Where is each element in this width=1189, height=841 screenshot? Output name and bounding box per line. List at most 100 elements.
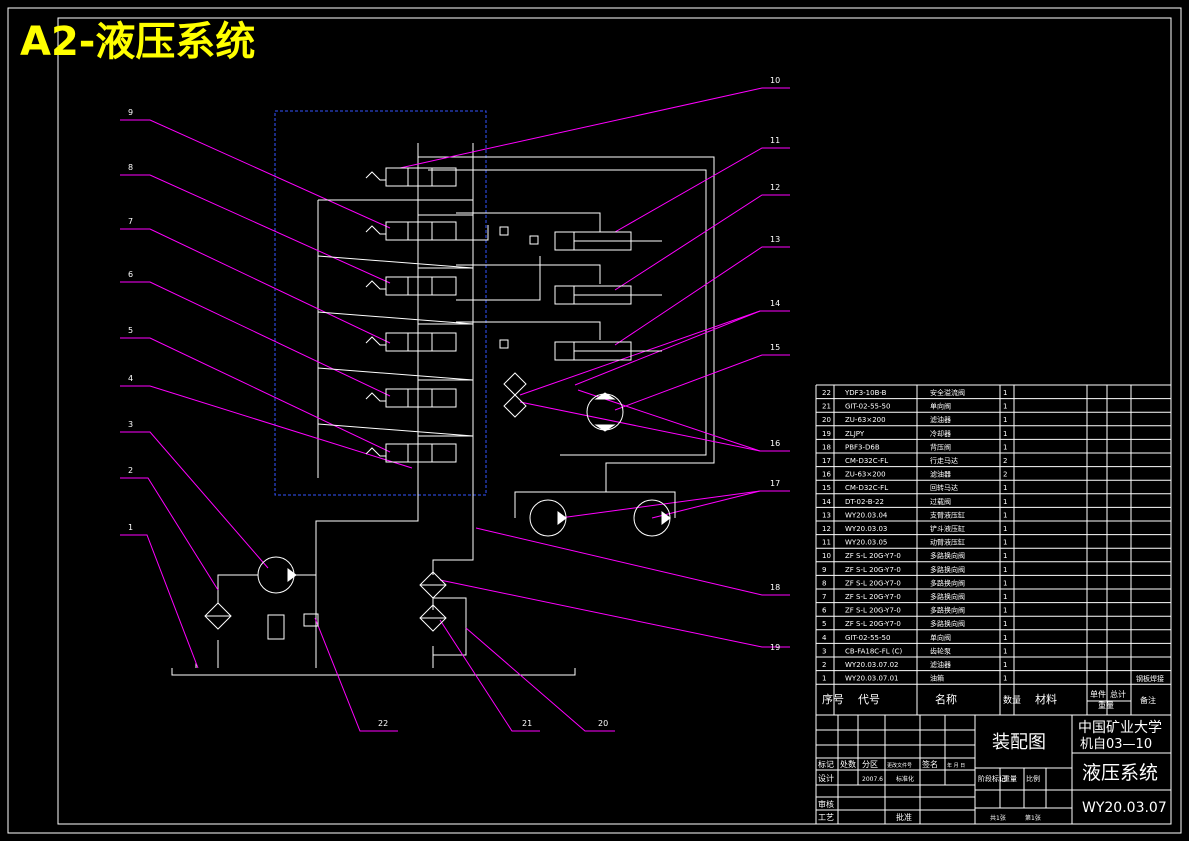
bom-cell-qty: 2 <box>1003 457 1007 465</box>
bom-cell-code: ZF S-L 20G-Y7-0 <box>845 593 901 601</box>
hydraulic-cylinders <box>499 226 662 361</box>
bom-cell-name: 多路换向阀 <box>930 578 965 587</box>
callout-8: 8 <box>128 163 133 172</box>
bom-cell-no: 3 <box>822 647 826 655</box>
cylinder-12 <box>554 285 662 305</box>
bom-cell-code: WY20.03.07.02 <box>845 661 899 669</box>
bom-cell-code: ZF S-L 20G-Y7-0 <box>845 579 901 587</box>
filter-2 <box>204 602 232 630</box>
swing-motor-15 <box>586 392 624 432</box>
valve-6 <box>365 388 457 408</box>
valve-9 <box>365 221 457 241</box>
bom-cell-no: 2 <box>822 661 826 669</box>
bom-cell-name: 单向阀 <box>930 402 951 411</box>
bom-cell-code: ZF S-L 20G-Y7-0 <box>845 607 901 615</box>
callout-6: 6 <box>128 270 133 279</box>
bom-cell-name: 滤油器 <box>930 470 951 479</box>
callout-4: 4 <box>128 374 133 383</box>
callout-11: 11 <box>770 136 780 145</box>
bom-header-code: 代号 <box>858 693 880 706</box>
bom-cell-name: 齿轮泵 <box>930 646 951 655</box>
bom-cell-no: 11 <box>822 539 831 547</box>
bom-cell-name: 多路换向阀 <box>930 565 965 574</box>
tb-process: 工艺 <box>818 813 834 822</box>
bom-cell-name: 多路换向阀 <box>930 619 965 628</box>
bom-cell-no: 13 <box>822 511 831 519</box>
bom-cell-name: 支臂液压缸 <box>930 510 965 519</box>
callout-15: 15 <box>770 343 780 352</box>
tb-name: 液压系统 <box>1082 762 1158 784</box>
bom-cell-no: 1 <box>822 675 826 683</box>
bom-cell-code: WY20.03.05 <box>845 539 887 547</box>
callout-16: 16 <box>770 439 780 448</box>
valve-7 <box>365 332 457 352</box>
tb-mark: 标记 <box>818 759 834 769</box>
cooler-19 <box>419 571 447 599</box>
bom-cell-name: 滤油器 <box>930 415 951 424</box>
bom-cell-code: CM-D32C-FL <box>845 457 888 465</box>
callout-17: 17 <box>770 479 780 488</box>
bom-cell-no: 18 <box>822 443 831 451</box>
bom-cell-no: 22 <box>822 389 831 397</box>
tb-sheet: 第1张 <box>1025 814 1041 822</box>
bom-cell-no: 5 <box>822 620 826 628</box>
bom-cell-name: 滤油器 <box>930 660 951 669</box>
bom-cell-no: 19 <box>822 430 831 438</box>
bom-cell-code: WY20.03.07.01 <box>845 675 899 683</box>
bom-header-weight: 重量 <box>1098 700 1114 710</box>
bom-cell-qty: 1 <box>1003 552 1007 560</box>
callout-14: 14 <box>770 299 780 308</box>
bom-cell-qty: 1 <box>1003 430 1007 438</box>
bom-cell-qty: 1 <box>1003 661 1007 669</box>
callout-22: 22 <box>378 719 388 728</box>
bom-header-unit: 单件 <box>1090 689 1106 699</box>
bom-cell-no: 16 <box>822 471 831 479</box>
valve-block-boundary <box>274 110 487 496</box>
bom-cell-name: 多路换向阀 <box>930 592 965 601</box>
callout-7: 7 <box>128 217 133 226</box>
callout-19: 19 <box>770 643 780 652</box>
title-block <box>815 714 1172 825</box>
tb-std: 标准化 <box>896 775 914 783</box>
tb-zone: 分区 <box>862 760 878 769</box>
bom-cell-qty: 1 <box>1003 539 1007 547</box>
bom-cell-no: 4 <box>822 634 827 642</box>
bom-cell-code: GIT-02-55-50 <box>845 634 890 642</box>
relief-valve-22 <box>303 613 319 627</box>
bom-cell-no: 15 <box>822 484 831 492</box>
filter-16b <box>503 394 527 418</box>
callout-labels: 1 2 3 4 5 6 7 8 9 10 11 12 13 14 15 16 1… <box>128 76 780 728</box>
valve-10 <box>365 167 457 187</box>
bom-cell-code: WY20.03.04 <box>845 511 888 519</box>
bom-cell-code: WY20.03.03 <box>845 525 887 533</box>
bom-cell-qty: 1 <box>1003 525 1007 533</box>
bom-cell-qty: 1 <box>1003 511 1007 519</box>
bom-cell-qty: 1 <box>1003 443 1007 451</box>
tank-level <box>267 614 285 640</box>
tb-stage-mark: 阶段标记 <box>978 774 1006 783</box>
bom-cell-code: ZU-63×200 <box>845 471 886 479</box>
filter-16a <box>503 372 527 396</box>
bom-cell-code: DT-02-B-22 <box>845 498 884 506</box>
bom-cell-qty: 1 <box>1003 484 1007 492</box>
bom-cell-qty: 1 <box>1003 634 1007 642</box>
tb-scale: 比例 <box>1026 774 1040 783</box>
bom-cell-name: 背压阀 <box>930 442 951 451</box>
tb-sheets: 共1张 <box>990 814 1006 822</box>
tb-university: 中国矿业大学 <box>1078 720 1162 736</box>
tb-weight: 重量 <box>1003 775 1017 783</box>
bom-corner-note: 钢板焊接 <box>1136 674 1164 683</box>
bom-cell-code: CB-FA18C-FL (C) <box>845 647 902 655</box>
callout-20: 20 <box>598 719 608 728</box>
bom-cell-no: 12 <box>822 525 831 533</box>
bom-cell-no: 9 <box>822 566 826 574</box>
callout-10: 10 <box>770 76 780 85</box>
tb-design: 设计 <box>818 773 834 783</box>
travel-motor-17b <box>633 499 671 537</box>
callout-9: 9 <box>128 108 133 117</box>
pipework <box>171 143 715 676</box>
valve-5 <box>365 443 457 463</box>
bom-cell-name: 回转马达 <box>930 483 958 492</box>
bom-cell-name: 安全溢流阀 <box>930 388 965 397</box>
